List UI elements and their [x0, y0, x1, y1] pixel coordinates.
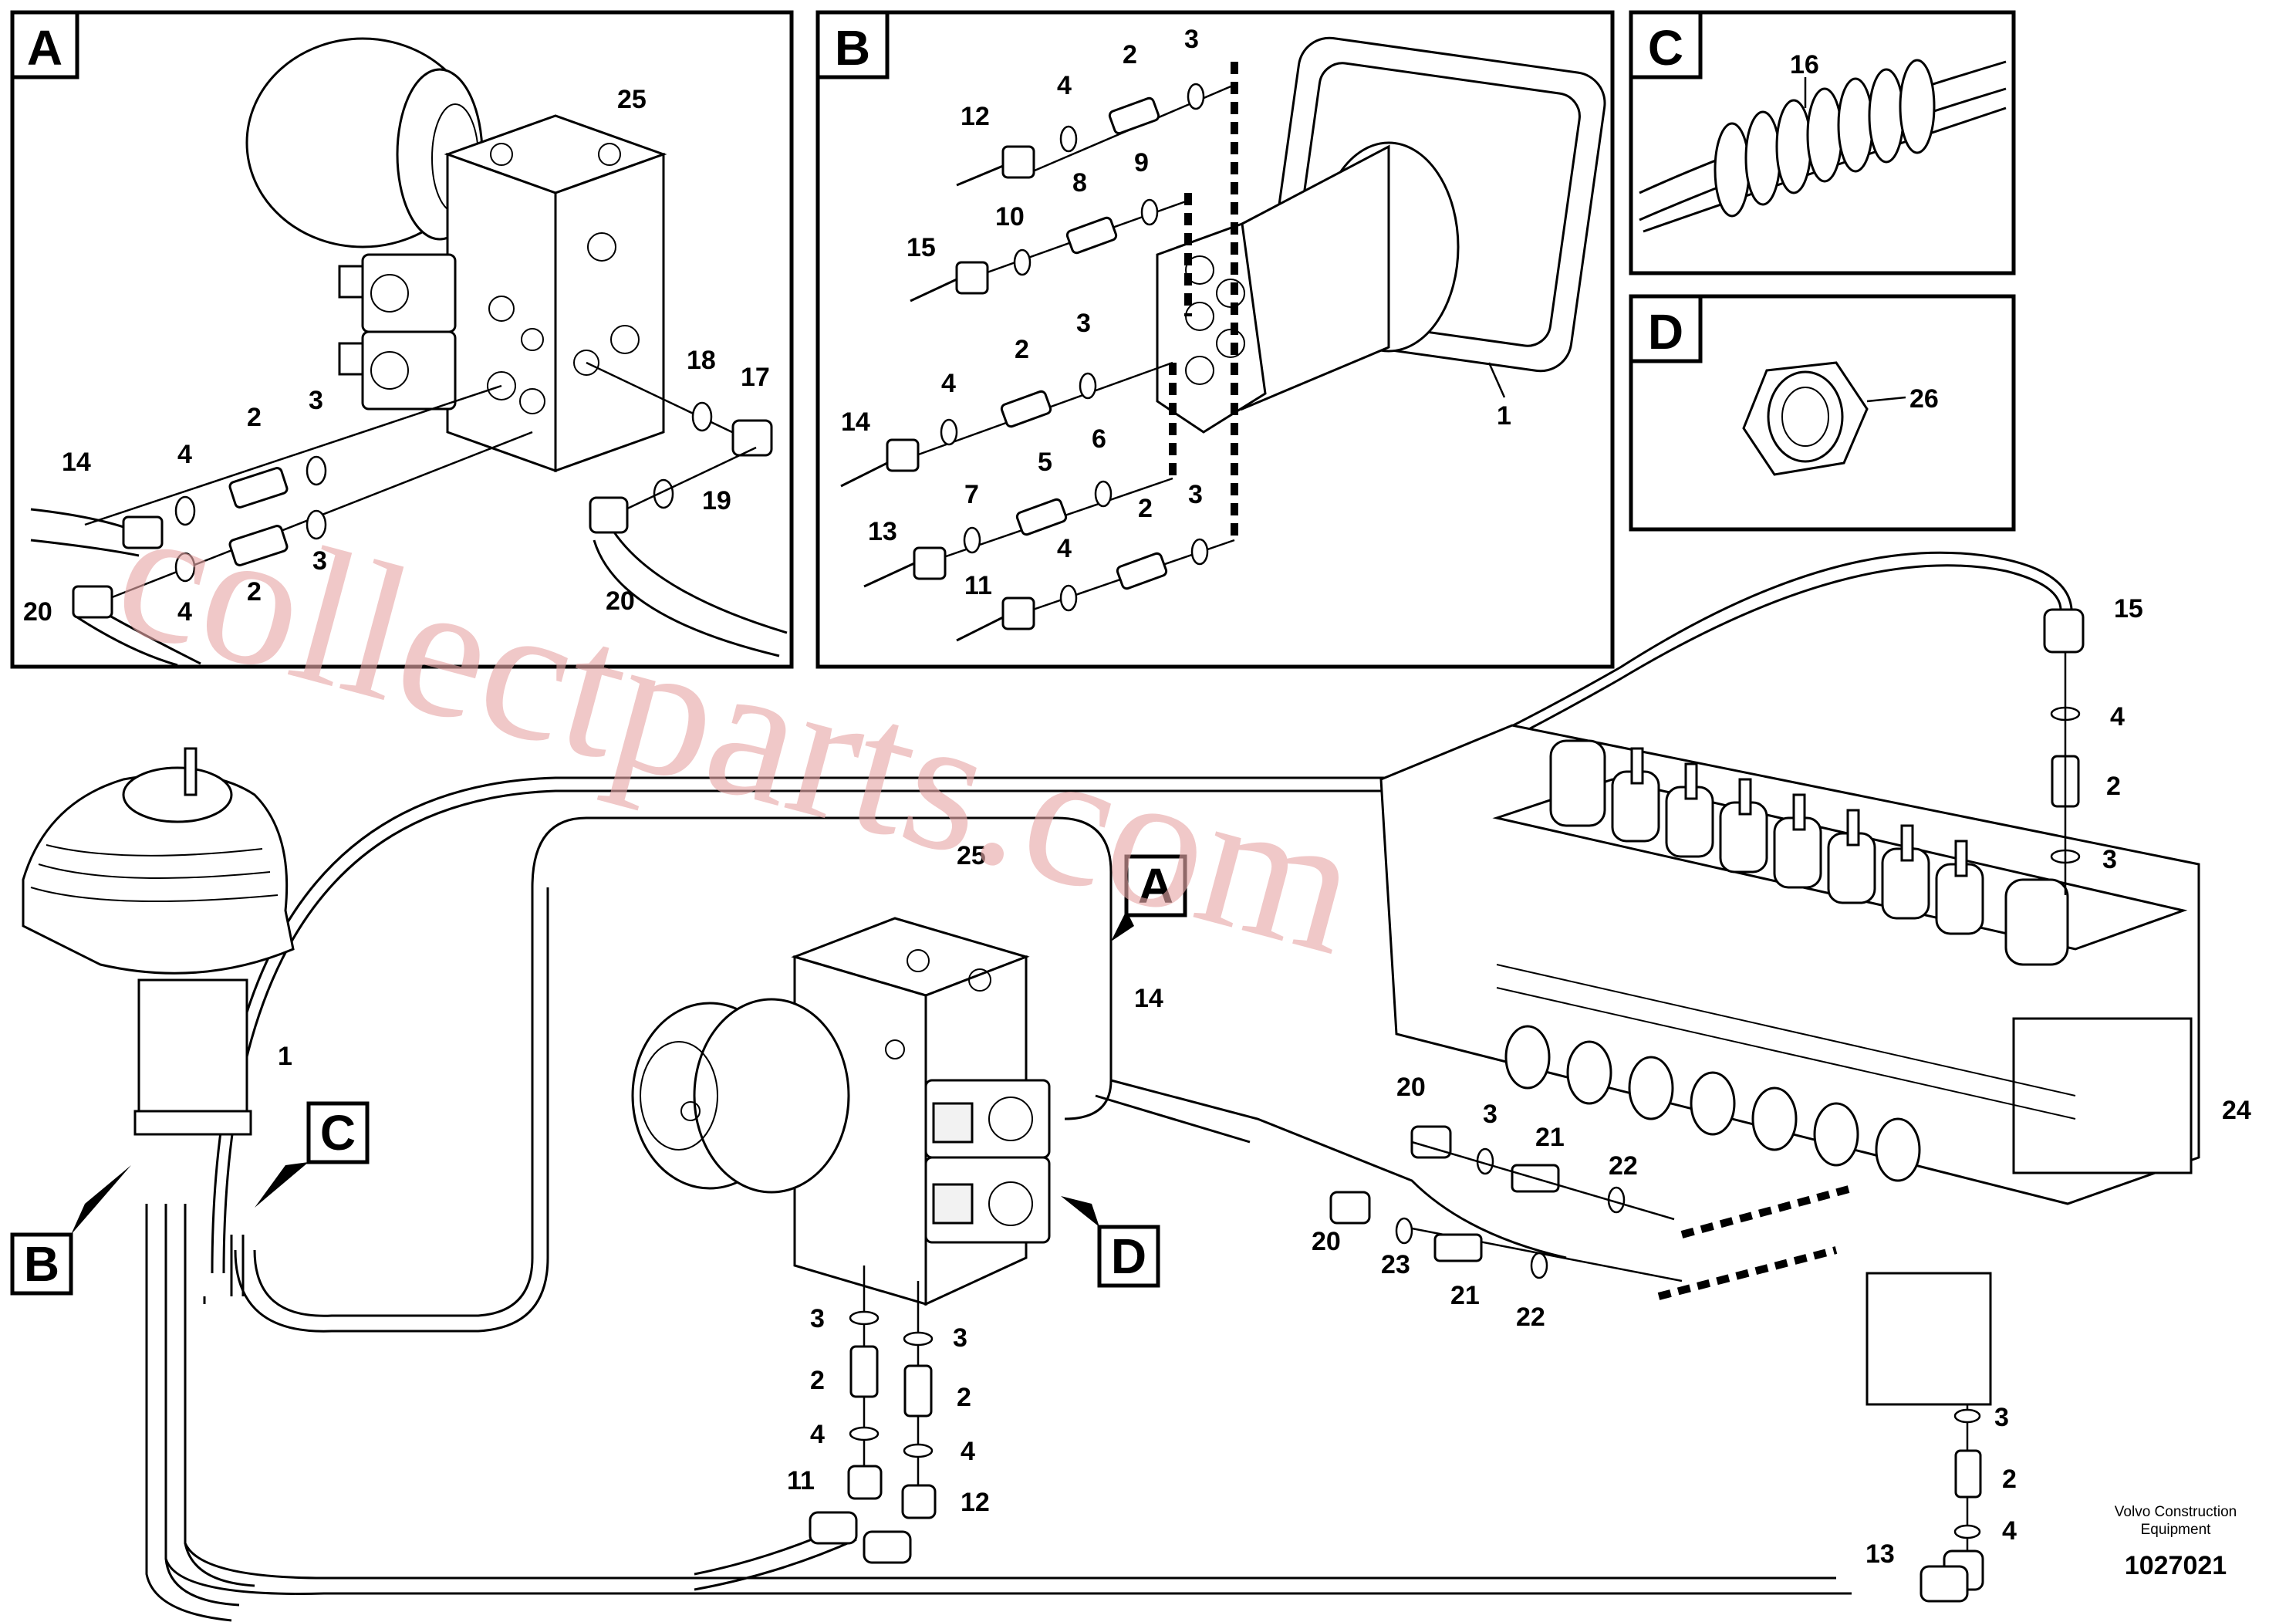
hose-routing	[145, 551, 2073, 1622]
panel-c-tag: C	[1648, 20, 1683, 76]
label-4-bottom: 4	[2002, 1516, 2017, 1546]
credit-line-2: Equipment	[2141, 1522, 2212, 1538]
label-19: 19	[702, 486, 731, 515]
label-13: 13	[868, 517, 897, 546]
callout-b: B	[24, 1236, 59, 1292]
label-14: 14	[62, 448, 91, 477]
main-labels: 15 4 2 3 24 1 25 14 20 3 21 22 20 23 21 …	[278, 594, 2251, 1569]
label-3: 3	[2102, 845, 2117, 874]
joystick-assembly	[1156, 36, 1606, 434]
label-2-right: 2	[957, 1383, 971, 1412]
label-3-right: 3	[953, 1323, 967, 1353]
label-2b: 2	[1015, 335, 1029, 364]
valve-block-25	[631, 917, 1051, 1306]
label-7: 7	[964, 480, 979, 509]
label-2: 2	[1123, 40, 1137, 69]
label-24: 24	[2222, 1096, 2251, 1125]
panel-b-labels: 2 3 4 12 9 8 10 15 3 2 4 14 6 5 7 13 3 2…	[841, 25, 1511, 600]
label-20-left: 20	[23, 597, 52, 627]
label-3: 3	[1184, 25, 1199, 54]
hex-nut	[1742, 361, 1869, 476]
label-14: 14	[1134, 984, 1163, 1013]
label-1: 1	[1497, 401, 1511, 431]
credit-line-1: Volvo Construction	[2115, 1504, 2237, 1520]
joystick-1	[22, 747, 295, 1136]
panel-a-tag: A	[27, 20, 62, 76]
detail-panel-b: B	[815, 10, 1615, 669]
main-fittings	[809, 608, 2085, 1603]
label-4c: 4	[1057, 534, 1072, 563]
label-6: 6	[1092, 424, 1106, 454]
label-4b: 4	[941, 369, 956, 398]
label-11: 11	[787, 1466, 815, 1495]
label-18: 18	[687, 346, 716, 375]
label-4-right: 4	[961, 1437, 975, 1466]
credit-block: Volvo Construction Equipment 1027021	[2115, 1504, 2237, 1580]
panel-b-tag: B	[835, 20, 870, 76]
solenoid-valves	[338, 253, 457, 411]
callout-d: D	[1111, 1228, 1146, 1284]
detail-panel-c: C 16	[1629, 10, 2016, 275]
label-23: 23	[1381, 1250, 1410, 1279]
label-5: 5	[1038, 448, 1052, 477]
label-25: 25	[957, 841, 986, 870]
label-3c: 3	[1188, 480, 1203, 509]
label-15: 15	[907, 233, 936, 262]
label-2c: 2	[1138, 494, 1153, 523]
label-2: 2	[247, 403, 262, 432]
label-3b: 3	[312, 546, 327, 576]
main-assembly: A B C D 15 4 2 3 24 1 25 14 20 3 21 22	[10, 551, 2251, 1622]
label-1: 1	[278, 1042, 292, 1071]
callout-a: A	[1138, 858, 1173, 914]
label-21a: 21	[1535, 1123, 1565, 1152]
label-22a: 22	[1609, 1151, 1638, 1181]
label-25: 25	[617, 85, 647, 114]
label-4: 4	[1057, 71, 1072, 100]
label-2-left: 2	[810, 1366, 825, 1395]
label-8: 8	[1072, 168, 1087, 198]
label-10: 10	[995, 202, 1025, 231]
label-4: 4	[2110, 702, 2125, 732]
valve-block	[444, 114, 667, 473]
control-valve-24	[1379, 724, 2200, 1406]
label-3b: 3	[1076, 309, 1091, 338]
label-2-bottom: 2	[2002, 1465, 2017, 1494]
label-4-left: 4	[810, 1420, 825, 1449]
spiral-wrap	[1714, 59, 1936, 218]
label-22b: 22	[1516, 1303, 1545, 1332]
label-2: 2	[2106, 772, 2121, 801]
panel-d-tag: D	[1648, 304, 1683, 360]
label-2b: 2	[247, 577, 262, 607]
label-3a: 3	[1483, 1100, 1497, 1129]
label-26: 26	[1909, 384, 1939, 414]
label-13: 13	[1866, 1539, 1895, 1569]
label-12: 12	[961, 102, 990, 131]
label-21b: 21	[1450, 1281, 1480, 1310]
label-14: 14	[841, 407, 870, 437]
label-3-left: 3	[810, 1304, 825, 1333]
label-17: 17	[741, 363, 770, 392]
label-20b: 20	[1312, 1227, 1341, 1256]
label-11: 11	[964, 571, 992, 600]
callout-c: C	[320, 1105, 356, 1161]
panel-a-labels: 25 18 17 14 4 2 3 19 20 4 2 3 20	[23, 85, 770, 627]
label-4: 4	[177, 440, 192, 469]
detail-panel-a: A	[10, 10, 794, 669]
label-16: 16	[1790, 50, 1819, 79]
label-20a: 20	[1396, 1073, 1426, 1102]
callout-tags: A B C D	[10, 854, 1187, 1296]
panel-b-fittings	[840, 83, 1235, 642]
label-3: 3	[309, 386, 323, 415]
document-number: 1027021	[2125, 1551, 2227, 1580]
label-4b: 4	[177, 597, 192, 627]
label-20-right: 20	[606, 586, 635, 616]
label-12: 12	[961, 1488, 990, 1517]
watermark: collectparts.com	[97, 461, 1379, 995]
label-3-bottom: 3	[1994, 1403, 2009, 1432]
detail-panel-d: D 26	[1629, 294, 2016, 532]
label-15: 15	[2114, 594, 2143, 623]
label-9: 9	[1134, 148, 1149, 177]
